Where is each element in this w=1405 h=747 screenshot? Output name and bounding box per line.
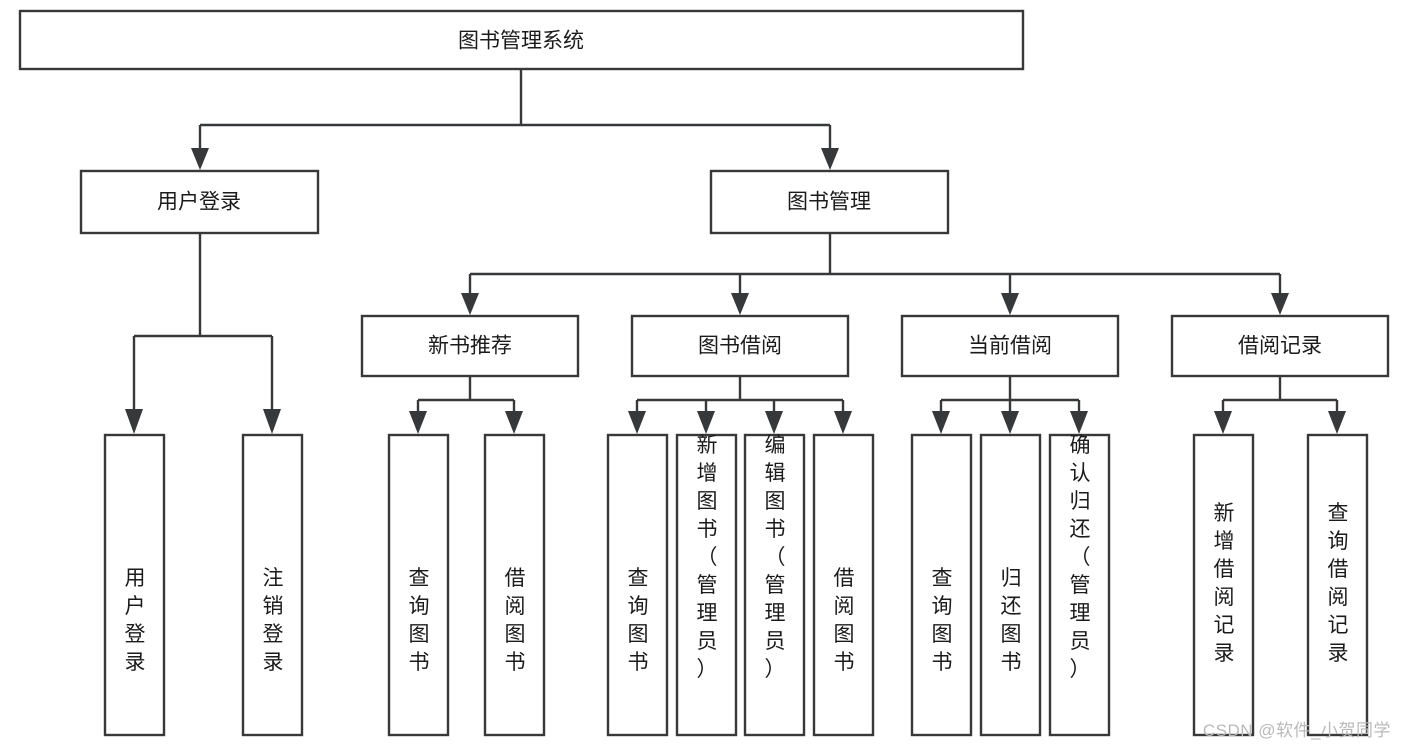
leaf-edit-book-box[interactable] bbox=[743, 433, 806, 737]
node-book-borrow[interactable]: 图书借阅 bbox=[630, 314, 850, 378]
node-borrow-record[interactable]: 借阅记录 bbox=[1170, 314, 1390, 378]
leaf-edit-book[interactable]: 编辑图书（管理员） bbox=[743, 433, 806, 737]
node-book-manage[interactable]: 图书管理 bbox=[709, 169, 950, 235]
leaf-query-record-label: 查询借阅记录 bbox=[1328, 502, 1349, 665]
arrow-user-login-l0 bbox=[125, 409, 143, 434]
leaf-query-book-3[interactable]: 查询图书 bbox=[910, 433, 973, 737]
leaf-return-book[interactable]: 归还图书 bbox=[979, 433, 1042, 737]
leaf-return-book-box[interactable] bbox=[979, 433, 1042, 737]
leaf-edit-book-label: 编辑图书（管理员） bbox=[765, 434, 786, 681]
leaf-add-book-label: 新增图书（管理员） bbox=[697, 434, 718, 681]
leaf-return-book-label: 归还图书 bbox=[1001, 567, 1022, 674]
node-current-borrow[interactable]: 当前借阅 bbox=[900, 314, 1120, 378]
leaf-user-login-label: 用户登录 bbox=[125, 567, 146, 674]
leaf-add-book-box[interactable] bbox=[675, 433, 738, 737]
leaf-query-book-1-label: 查询图书 bbox=[409, 567, 430, 674]
arrow-bookborrow-l0 bbox=[628, 411, 646, 434]
leaf-borrow-book-1-label: 借阅图书 bbox=[505, 567, 526, 674]
node-root-box[interactable] bbox=[18, 9, 1025, 71]
leaf-borrow-book-2-label: 借阅图书 bbox=[834, 567, 855, 674]
arrow-root-to-user-login bbox=[191, 148, 209, 170]
arrow-currentborrow-l2 bbox=[1070, 411, 1088, 434]
arrow-bm-to-new-book bbox=[461, 293, 479, 315]
leaf-query-book-2-box[interactable] bbox=[606, 433, 669, 737]
leaf-add-record[interactable]: 新增借阅记录 bbox=[1192, 433, 1255, 737]
node-user-login-box[interactable] bbox=[79, 169, 320, 235]
leaf-confirm-return[interactable]: 确认归还（管理员） bbox=[1048, 433, 1111, 737]
arrow-bookborrow-l1 bbox=[697, 411, 715, 434]
leaf-query-book-3-box[interactable] bbox=[910, 433, 973, 737]
leaf-borrow-book-1[interactable]: 借阅图书 bbox=[483, 433, 546, 737]
leaf-borrow-book-1-box[interactable] bbox=[483, 433, 546, 737]
csdn-watermark: CSDN @软件_小贺同学 bbox=[1202, 721, 1391, 740]
arrow-currentborrow-l1 bbox=[1001, 411, 1019, 434]
arrow-bm-to-book-borrow bbox=[731, 293, 749, 315]
node-current-borrow-label: 当前借阅 bbox=[968, 335, 1052, 358]
leaf-user-login[interactable]: 用户登录 bbox=[103, 433, 166, 737]
leaf-query-book-3-label: 查询图书 bbox=[932, 567, 953, 674]
arrow-root-to-book-manage bbox=[821, 148, 839, 170]
node-borrow-record-box[interactable] bbox=[1170, 314, 1390, 378]
leaf-query-book-1-box[interactable] bbox=[387, 433, 450, 737]
leaf-user-login-box[interactable] bbox=[103, 433, 166, 737]
node-root[interactable]: 图书管理系统 bbox=[18, 9, 1025, 71]
leaf-add-record-box[interactable] bbox=[1192, 433, 1255, 737]
leaf-user-logout[interactable]: 注销登录 bbox=[241, 433, 304, 737]
node-user-login-label: 用户登录 bbox=[157, 191, 241, 214]
node-borrow-record-label: 借阅记录 bbox=[1238, 335, 1322, 358]
leaf-query-book-1[interactable]: 查询图书 bbox=[387, 433, 450, 737]
arrow-bm-to-borrow-record bbox=[1271, 293, 1289, 315]
connector-layer bbox=[125, 69, 1346, 434]
arrow-bm-to-current-borrow bbox=[1001, 293, 1019, 315]
node-book-manage-box[interactable] bbox=[709, 169, 950, 235]
arrow-newbook-l0 bbox=[409, 411, 427, 434]
leaf-add-record-label: 新增借阅记录 bbox=[1214, 502, 1235, 665]
leaf-confirm-return-box[interactable] bbox=[1048, 433, 1111, 737]
leaf-add-book[interactable]: 新增图书（管理员） bbox=[675, 433, 738, 737]
leaf-query-record[interactable]: 查询借阅记录 bbox=[1306, 433, 1369, 737]
arrow-borrowrecord-l0 bbox=[1214, 411, 1232, 434]
leaf-query-book-2-label: 查询图书 bbox=[628, 567, 649, 674]
arrow-borrowrecord-l1 bbox=[1328, 411, 1346, 434]
leaf-user-logout-label: 注销登录 bbox=[263, 567, 284, 674]
node-book-manage-label: 图书管理 bbox=[787, 191, 871, 214]
node-root-label: 图书管理系统 bbox=[458, 30, 584, 53]
leaf-query-book-2[interactable]: 查询图书 bbox=[606, 433, 669, 737]
leaf-query-record-box[interactable] bbox=[1306, 433, 1369, 737]
node-user-login[interactable]: 用户登录 bbox=[79, 169, 320, 235]
arrow-bookborrow-l3 bbox=[834, 411, 852, 434]
node-new-book-recommend-box[interactable] bbox=[360, 314, 580, 378]
node-current-borrow-box[interactable] bbox=[900, 314, 1120, 378]
node-new-book-recommend-label: 新书推荐 bbox=[428, 335, 512, 358]
node-book-borrow-label: 图书借阅 bbox=[698, 335, 782, 358]
arrow-currentborrow-l0 bbox=[932, 411, 950, 434]
node-new-book-recommend[interactable]: 新书推荐 bbox=[360, 314, 580, 378]
leaf-borrow-book-2[interactable]: 借阅图书 bbox=[812, 433, 875, 737]
arrow-newbook-l1 bbox=[505, 411, 523, 434]
leaf-borrow-book-2-box[interactable] bbox=[812, 433, 875, 737]
node-book-borrow-box[interactable] bbox=[630, 314, 850, 378]
arrow-bookborrow-l2 bbox=[765, 411, 783, 434]
leaf-user-logout-box[interactable] bbox=[241, 433, 304, 737]
leaf-confirm-return-label: 确认归还（管理员） bbox=[1070, 434, 1091, 681]
arrow-user-login-l1 bbox=[263, 409, 281, 434]
